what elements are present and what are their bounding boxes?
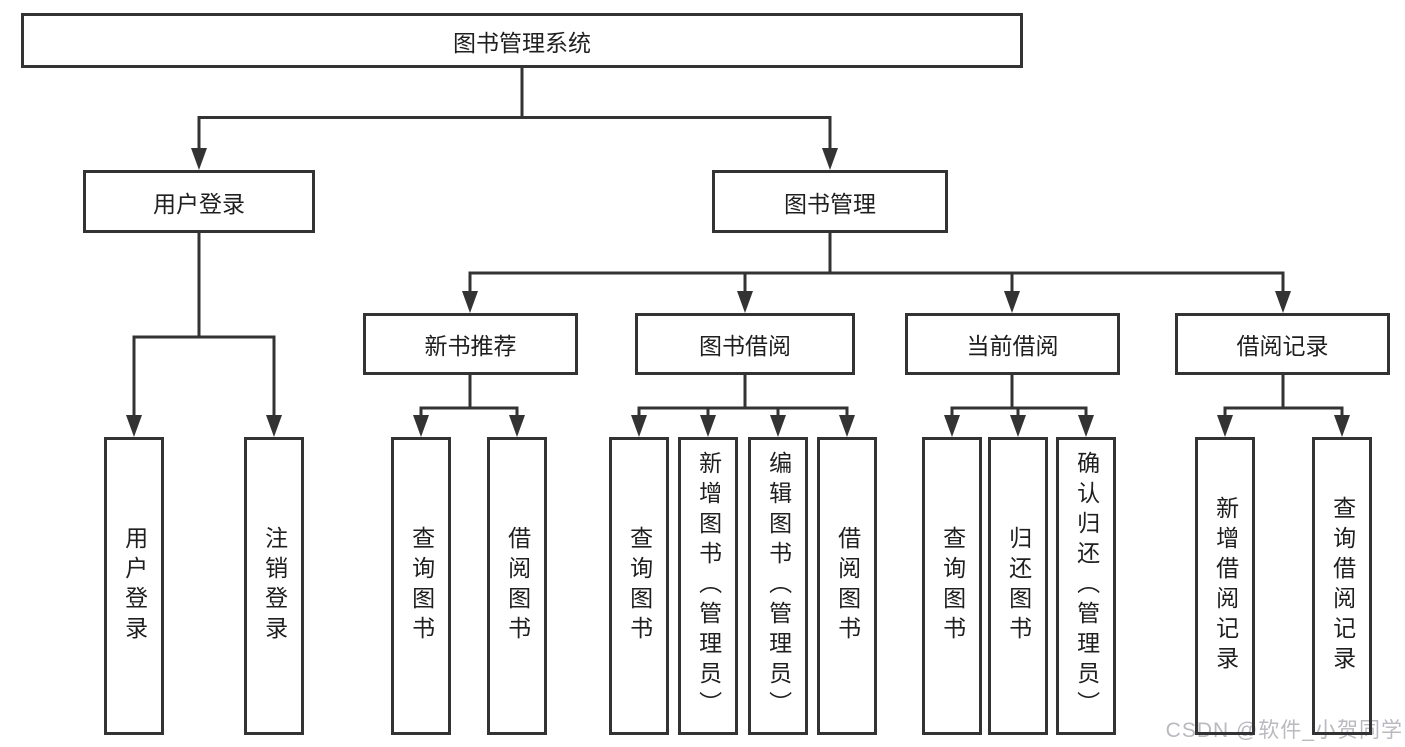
leaf-query-books-borrow-label: 查询图书	[626, 526, 653, 646]
node-book-management: 图书管理	[712, 170, 948, 233]
connector-root-to-level2	[191, 68, 838, 170]
connector-book-borrow-group	[631, 375, 855, 437]
node-borrow-records: 借阅记录	[1175, 313, 1390, 375]
leaf-add-borrow-record-label: 新增借阅记录	[1212, 496, 1239, 676]
leaf-edit-books-admin: 编辑图书（管理员）	[748, 437, 808, 735]
leaf-query-borrow-record-label: 查询借阅记录	[1329, 496, 1356, 676]
leaf-borrow-books: 借阅图书	[817, 437, 877, 735]
leaf-user-login: 用户登录	[104, 437, 164, 735]
leaf-borrow-books-recommend: 借阅图书	[487, 437, 547, 735]
leaf-logout-label: 注销登录	[261, 526, 288, 646]
connector-borrow-records-group	[1217, 375, 1350, 437]
leaf-edit-books-admin-label: 编辑图书（管理员）	[765, 451, 792, 721]
node-current-borrow: 当前借阅	[905, 313, 1120, 375]
leaf-user-login-label: 用户登录	[121, 526, 148, 646]
connector-new-book-group	[413, 375, 525, 437]
leaf-borrow-books-recommend-label: 借阅图书	[504, 526, 531, 646]
leaf-query-books-recommend-label: 查询图书	[408, 526, 435, 646]
leaf-confirm-return-admin-label: 确认归还（管理员）	[1073, 451, 1100, 721]
csdn-watermark: CSDN @软件_小贺同学	[1165, 719, 1403, 742]
connector-user-login-group	[126, 233, 282, 437]
leaf-add-books-admin-label: 新增图书（管理员）	[695, 451, 722, 721]
leaf-query-books-borrow: 查询图书	[609, 437, 669, 735]
leaf-query-borrow-record: 查询借阅记录	[1312, 437, 1372, 735]
leaf-return-books: 归还图书	[988, 437, 1048, 735]
node-book-borrow: 图书借阅	[635, 313, 855, 375]
leaf-return-books-label: 归还图书	[1005, 526, 1032, 646]
node-user-login: 用户登录	[83, 170, 315, 233]
connector-book-management-to-level3	[462, 233, 1291, 313]
leaf-add-borrow-record: 新增借阅记录	[1195, 437, 1255, 735]
leaf-add-books-admin: 新增图书（管理员）	[678, 437, 738, 735]
leaf-query-books-recommend: 查询图书	[391, 437, 451, 735]
node-new-book-recommend: 新书推荐	[363, 313, 578, 375]
leaf-logout: 注销登录	[244, 437, 304, 735]
connector-current-borrow-group	[944, 375, 1094, 437]
leaf-query-books-current-label: 查询图书	[939, 526, 966, 646]
leaf-confirm-return-admin: 确认归还（管理员）	[1056, 437, 1116, 735]
node-root-library-system: 图书管理系统	[21, 13, 1023, 68]
leaf-query-books-current: 查询图书	[922, 437, 982, 735]
leaf-borrow-books-label: 借阅图书	[834, 526, 861, 646]
